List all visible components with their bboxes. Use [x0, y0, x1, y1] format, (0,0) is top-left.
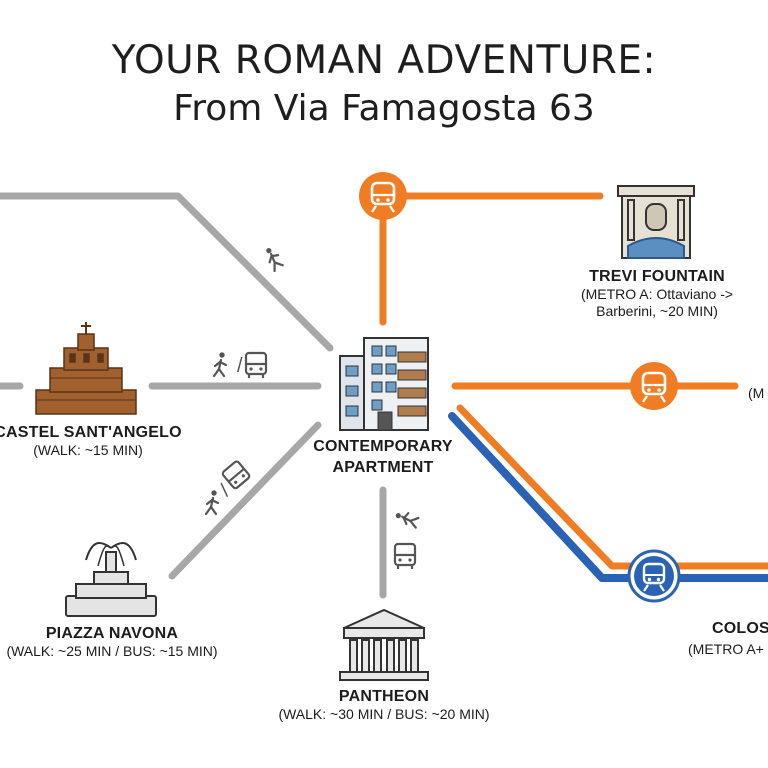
route-top-left[interactable] [0, 192, 334, 352]
metro-station-icon[interactable] [359, 172, 407, 220]
separator: / [216, 480, 235, 501]
destination-detail: (M [748, 385, 765, 401]
castle-icon[interactable] [35, 322, 137, 415]
destination-edge-label: (M [748, 385, 764, 402]
destination-name: TREVI FOUNTAIN [589, 268, 725, 285]
destination-name: PIAZZA NAVONA [45, 625, 179, 642]
walk-icon [204, 490, 220, 516]
destination-detail: (WALK: ~30 MIN / BUS: ~20 MIN) [278, 706, 490, 722]
home-name-line1: CONTEMPORARY [313, 438, 453, 455]
destination-detail: Barberini, ~20 MIN) [596, 303, 718, 319]
separator: / [237, 355, 243, 377]
bus-icon [221, 460, 251, 490]
destination-castel[interactable]: CASTEL SANT'ANGELO (WALK: ~15 MIN) [0, 424, 182, 459]
destination-name: CASTEL SANT'ANGELO [0, 424, 182, 441]
page-subtitle: From Via Famagosta 63 [173, 88, 595, 129]
fountain-icon[interactable] [65, 542, 157, 617]
destination-detail: (METRO A: Ottaviano -> [580, 286, 734, 302]
destination-navona[interactable]: PIAZZA NAVONA (WALK: ~25 MIN / BUS: ~15 … [6, 625, 217, 660]
walk-icon [266, 248, 284, 273]
metro-a-colosseum[interactable] [456, 404, 768, 570]
walk-routes [0, 192, 387, 599]
destination-detail: (METRO A+ [688, 641, 764, 657]
home-name-line2: APARTMENT [332, 459, 434, 476]
destination-detail: (WALK: ~15 MIN) [33, 442, 143, 458]
metro-b-colosseum[interactable] [448, 412, 768, 582]
route-navona[interactable] [168, 421, 322, 580]
bus-icon [244, 351, 268, 378]
metro-station-icon[interactable] [630, 362, 678, 410]
home-label: CONTEMPORARY APARTMENT [313, 436, 453, 478]
walk-icon [395, 512, 420, 529]
trevi-icon[interactable] [617, 185, 695, 259]
metro-lines [379, 192, 768, 582]
metro-station-icon[interactable] [627, 549, 681, 603]
destination-detail: (WALK: ~25 MIN / BUS: ~15 MIN) [6, 643, 218, 659]
temple-icon[interactable] [339, 608, 429, 681]
destination-colosseum[interactable]: COLOS [712, 620, 768, 638]
destination-name: COLOS [712, 620, 768, 637]
walk-icon [212, 352, 228, 378]
bus-icon [393, 542, 417, 569]
building-icon[interactable] [339, 337, 429, 431]
destination-pantheon[interactable]: PANTHEON (WALK: ~30 MIN / BUS: ~20 MIN) [278, 688, 489, 723]
destination-colosseum-detail: (METRO A+ [688, 641, 764, 658]
page-title: YOUR ROMAN ADVENTURE: [111, 38, 657, 83]
destination-name: PANTHEON [338, 688, 430, 705]
destination-trevi[interactable]: TREVI FOUNTAIN (METRO A: Ottaviano -> Ba… [581, 268, 733, 320]
